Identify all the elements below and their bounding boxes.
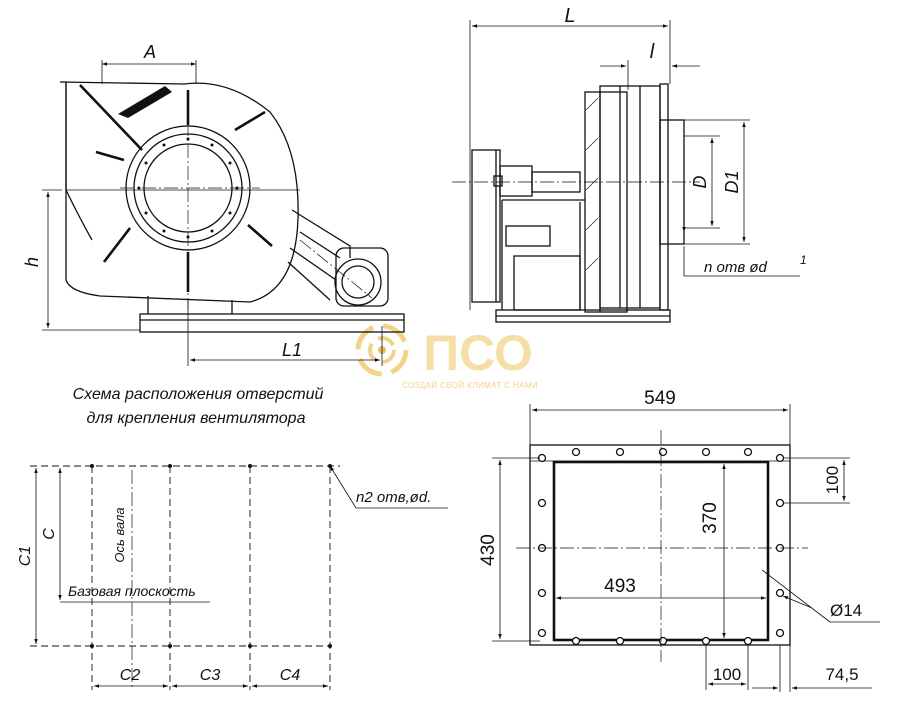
dim-c2: C2 (120, 667, 141, 684)
front-holes-sup: 1 (800, 253, 807, 267)
fan-front-view: L l D D1 n отв ød 1 (452, 5, 807, 323)
fan-side-view: A h L1 (22, 42, 405, 366)
scheme-title-line2: для крепления вентилятора (87, 410, 306, 427)
dim-d1: D1 (722, 170, 742, 193)
dim-430: 430 (478, 534, 499, 566)
flange-drawing: 549 430 370 493 100 Ø14 100 74,5 (478, 388, 880, 692)
motor-end-plate (471, 149, 501, 303)
shaft-axis-label: Ось вала (112, 507, 127, 562)
dim-c4: C4 (280, 667, 301, 684)
dim-l1: L1 (282, 340, 302, 360)
dim-549: 549 (644, 388, 676, 409)
inlet-bolt-holes (137, 137, 239, 239)
dim-c3: C3 (200, 667, 221, 684)
scheme-holes-label: n2 отв,ød. (356, 489, 431, 506)
logo-brand: ПСО (423, 325, 533, 381)
dim-d: D (690, 176, 710, 189)
dim-a: A (143, 42, 156, 62)
dim-493: 493 (604, 576, 636, 597)
outlet-duct (599, 85, 661, 309)
front-holes-label: n отв ød (704, 259, 768, 276)
base-frame (139, 313, 405, 333)
dim-edge-offset: 74,5 (825, 665, 858, 684)
scheme-title-line1: Схема расположения отверстий (73, 386, 324, 403)
dim-370: 370 (700, 502, 721, 534)
dim-hole-diameter: Ø14 (830, 601, 862, 620)
casing-front (584, 91, 628, 313)
logo: ПСО СОЗДАЙ СВОЙ КЛИМАТ С НАМИ (355, 323, 538, 390)
dim-100-side: 100 (823, 466, 842, 494)
base-plane-label: Базовая плоскость (68, 583, 196, 599)
motor-bracket (289, 209, 351, 281)
dim-l-small: l (650, 41, 655, 63)
mounting-scheme: Схема расположения отверстий для креплен… (17, 386, 448, 690)
flange-outer (529, 444, 791, 646)
dim-h: h (22, 257, 42, 267)
scheme-holes (90, 464, 332, 648)
dim-c: C (41, 528, 58, 540)
dim-100-bottom: 100 (713, 665, 741, 684)
dim-l: L (564, 5, 575, 27)
fan-casing-outline (59, 81, 299, 303)
dim-c1: C1 (17, 546, 34, 566)
casing-ribs (95, 90, 273, 292)
flange-bolt-holes (537, 447, 785, 646)
logo-tagline: СОЗДАЙ СВОЙ КЛИМАТ С НАМИ (402, 381, 538, 390)
